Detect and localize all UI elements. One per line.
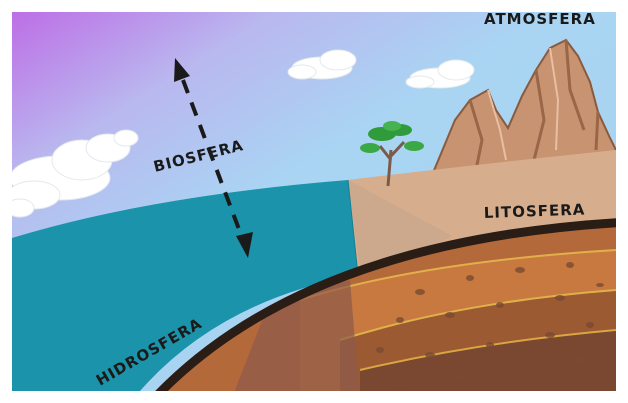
atmosphere-label: ATMOSFERA: [484, 10, 596, 28]
lithosphere-label: LITOSFERA: [484, 200, 586, 222]
